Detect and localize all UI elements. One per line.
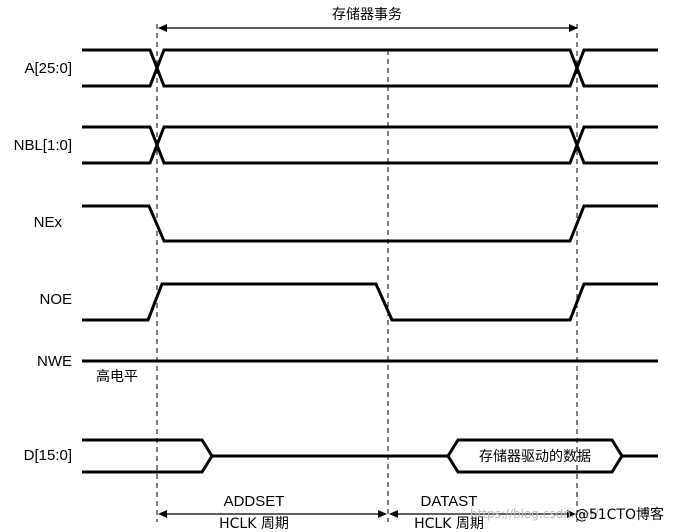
data-driven-label: 存储器驱动的数据 bbox=[479, 449, 591, 465]
waveform-address bbox=[82, 48, 658, 88]
nwe-high-level-note: 高电平 bbox=[96, 368, 138, 385]
waveform-data bbox=[82, 438, 658, 474]
signal-label-address: A[25:0] bbox=[24, 60, 72, 77]
hclk-label-addset: HCLK 周期 bbox=[219, 516, 289, 532]
signal-label-nbl: NBL[1:0] bbox=[14, 137, 72, 154]
faint-watermark: https://blog.csdn.net/ bbox=[470, 507, 599, 521]
waveform-nex bbox=[82, 204, 658, 243]
phase-label-addset: ADDSET bbox=[224, 493, 285, 510]
watermark: @51CTO博客 bbox=[575, 506, 664, 523]
signal-label-noe: NOE bbox=[39, 291, 72, 308]
signal-label-nwe: NWE bbox=[37, 353, 72, 370]
datast-span-arrow bbox=[389, 510, 576, 518]
phase-label-datast: DATAST bbox=[421, 493, 478, 510]
signal-label-nex: NEx bbox=[34, 214, 63, 231]
signal-label-data: D[15:0] bbox=[24, 447, 72, 464]
waveform-nbl bbox=[82, 125, 658, 165]
waveform-noe bbox=[82, 282, 658, 322]
addset-span-arrow bbox=[158, 510, 387, 518]
hclk-label-datast: HCLK 周期 bbox=[414, 516, 484, 532]
diagram-title: 存储器事务 bbox=[332, 7, 402, 23]
transaction-span-arrow bbox=[158, 24, 578, 32]
